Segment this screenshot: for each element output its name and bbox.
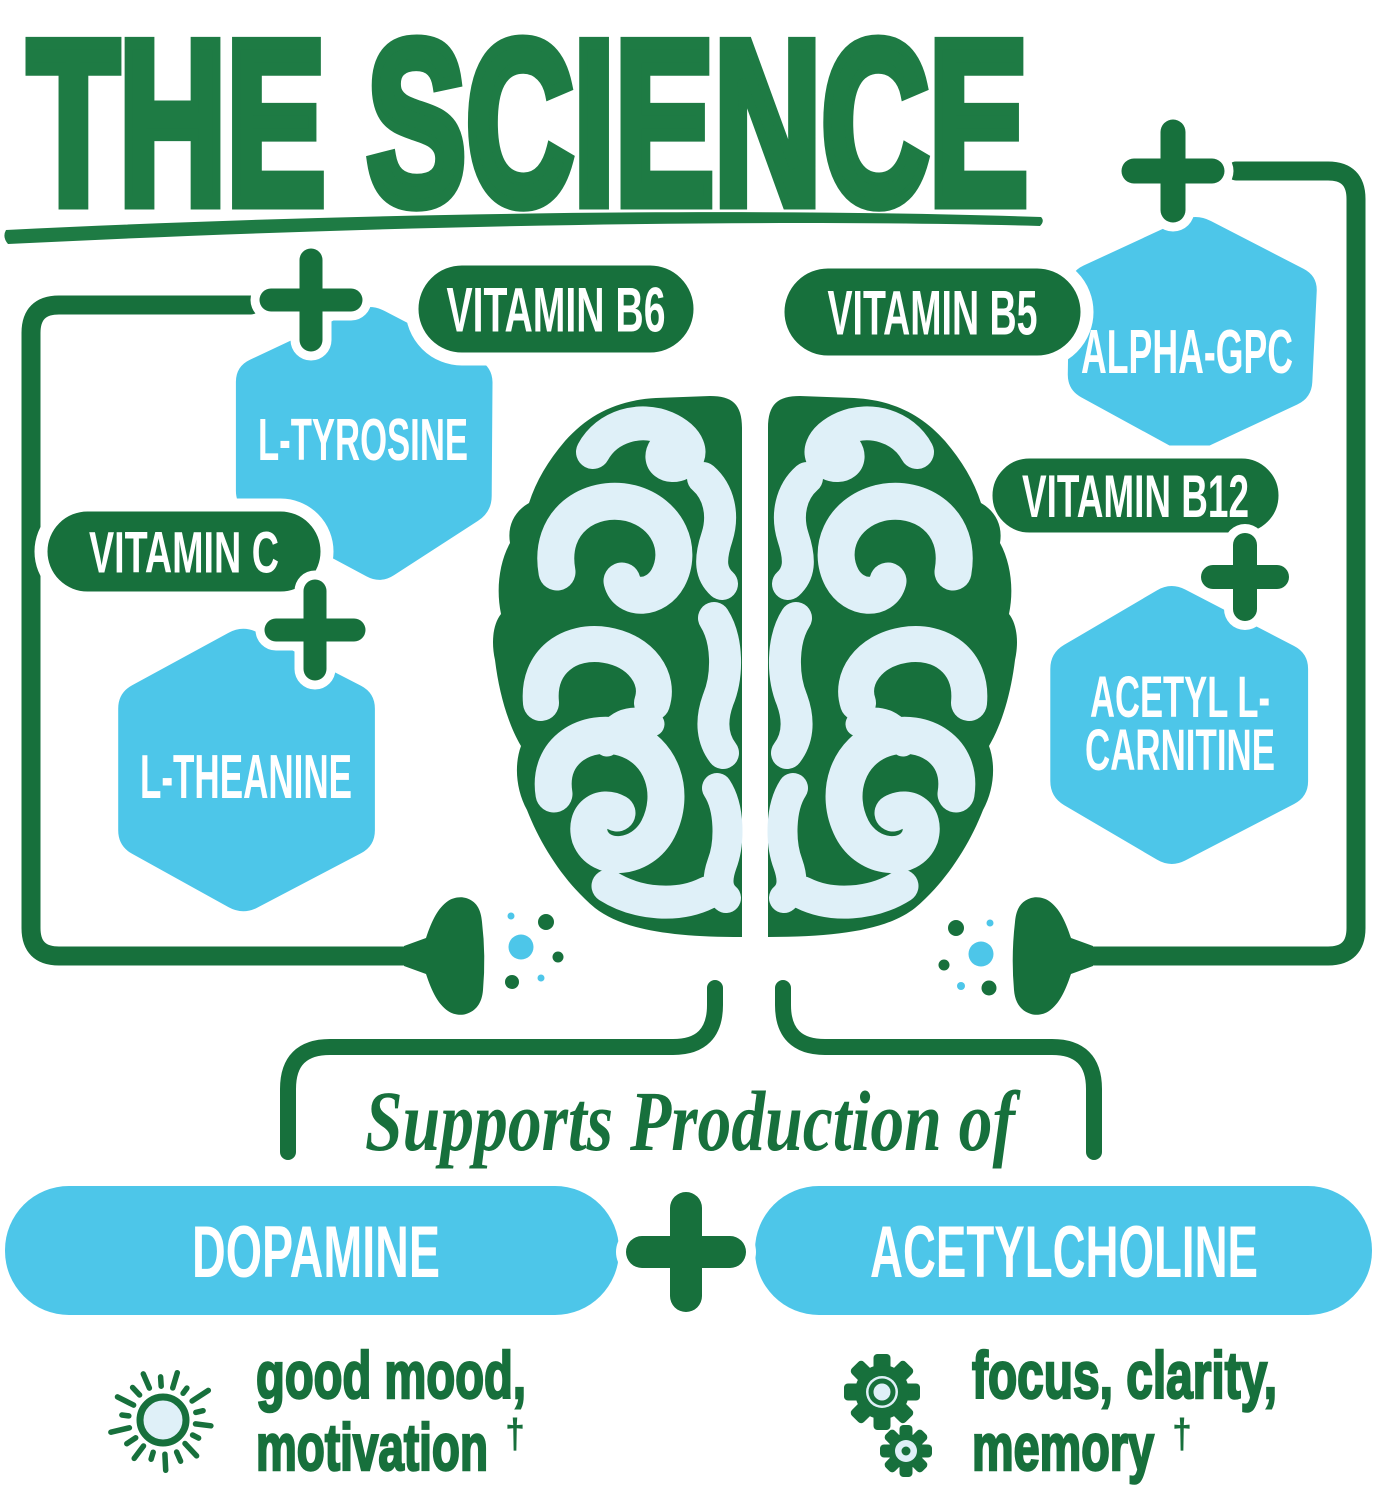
svg-text:DOPAMINE: DOPAMINE: [192, 1212, 440, 1293]
svg-text:†: †: [1172, 1410, 1192, 1457]
svg-text:VITAMIN B5: VITAMIN B5: [828, 279, 1038, 349]
svg-text:Supports Production of: Supports Production of: [365, 1073, 1021, 1169]
svg-text:ACETYLCHOLINE: ACETYLCHOLINE: [870, 1212, 1258, 1293]
svg-text:ACETYL L-: ACETYL L-: [1090, 665, 1270, 730]
svg-text:VITAMIN C: VITAMIN C: [89, 520, 279, 585]
svg-text:CARNITINE: CARNITINE: [1085, 718, 1275, 783]
svg-text:good mood,: good mood,: [256, 1338, 526, 1412]
svg-text:†: †: [505, 1410, 525, 1457]
svg-text:L-THEANINE: L-THEANINE: [140, 743, 352, 812]
svg-text:VITAMIN B6: VITAMIN B6: [447, 276, 666, 346]
svg-text:VITAMIN B12: VITAMIN B12: [1022, 463, 1249, 530]
svg-text:focus, clarity,: focus, clarity,: [972, 1338, 1277, 1412]
svg-text:motivation: motivation: [256, 1410, 488, 1484]
svg-text:ALPHA-GPC: ALPHA-GPC: [1081, 318, 1293, 387]
svg-text:memory: memory: [972, 1410, 1154, 1484]
svg-text:L-TYROSINE: L-TYROSINE: [258, 407, 468, 473]
